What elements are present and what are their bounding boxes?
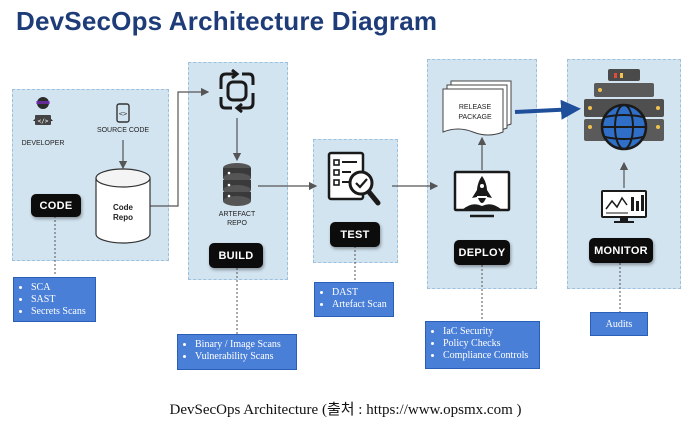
server-globe-icon	[584, 69, 664, 151]
build-stage-label: BUILD	[209, 243, 263, 268]
developer-label: DEVELOPER	[21, 140, 65, 147]
test-scan-icon	[327, 151, 381, 206]
note-item: Policy Checks	[443, 338, 533, 350]
code-repo-label: Code Repo	[113, 203, 133, 222]
note-item: DAST	[332, 287, 387, 299]
monitor-stage-label: MONITOR	[589, 238, 653, 263]
test-stage-label: TEST	[330, 222, 380, 247]
source-code-label: SOURCE CODE	[96, 127, 150, 134]
artefact-repo-icon	[223, 163, 251, 206]
note-item: Binary / Image Scans	[195, 339, 290, 351]
arrow-repo-to-build	[150, 87, 210, 207]
source-caption: DevSecOps Architecture (출처 : https://www…	[169, 402, 522, 418]
note-item: Vulnerability Scans	[195, 351, 290, 363]
diagram-title: DevSecOps Architecture Diagram	[16, 6, 438, 36]
arrow-release-to-monitor	[514, 99, 581, 120]
note-item: SCA	[31, 282, 89, 294]
code-repo-icon	[95, 168, 151, 244]
deploy-notes: IaC Security Policy Checks Compliance Co…	[425, 321, 540, 369]
note-item: Secrets Scans	[31, 306, 89, 318]
source-code-icon: <>	[116, 103, 130, 123]
note-item: Compliance Controls	[443, 350, 533, 362]
note-item: Artefact Scan	[332, 299, 387, 311]
release-package-icon	[442, 80, 512, 136]
svg-text:</>: </>	[38, 118, 49, 125]
svg-text:<>: <>	[119, 110, 127, 118]
release-package-label: RELEASE PACKAGE	[458, 104, 492, 121]
build-cycle-icon	[219, 69, 255, 113]
build-notes: Binary / Image Scans Vulnerability Scans	[177, 334, 297, 370]
code-stage-label: CODE	[31, 194, 81, 217]
monitor-notes: Audits	[590, 312, 648, 336]
code-notes: SCA SAST Secrets Scans	[13, 277, 96, 322]
rocket-launch-icon	[453, 170, 511, 218]
developer-icon: </>	[33, 97, 53, 125]
artefact-repo-label: ARTEFACT REPO	[218, 211, 256, 227]
dashboard-monitor-icon	[601, 190, 647, 223]
deploy-stage-label: DEPLOY	[454, 240, 510, 265]
note-item: IaC Security	[443, 326, 533, 338]
note-item: SAST	[31, 294, 89, 306]
test-notes: DAST Artefact Scan	[314, 282, 394, 317]
